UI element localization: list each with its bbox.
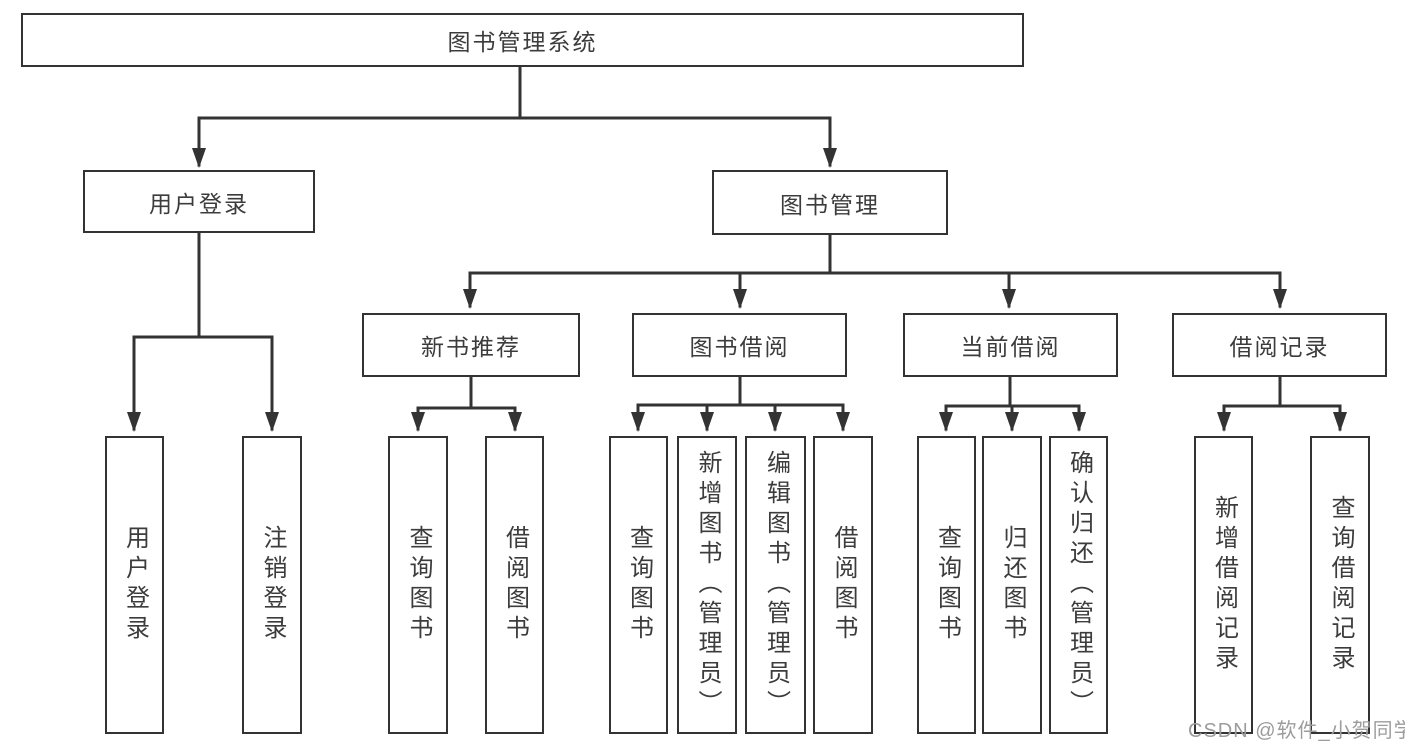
node-label: 借阅图书	[830, 525, 857, 645]
node-label: 当前借阅	[960, 334, 1061, 360]
leaf-add-borrow-record: 新增借阅记录	[1194, 436, 1253, 734]
node-label: 新增借阅记录	[1210, 495, 1238, 675]
leaf-borrow-books-recommend: 借阅图书	[485, 436, 544, 734]
node-label: 图书管理	[780, 191, 880, 218]
node-label: 归还图书	[999, 525, 1026, 645]
node-label: 图书借阅	[689, 334, 790, 360]
node-current-borrowing: 当前借阅	[903, 313, 1118, 377]
leaf-query-books-recommend: 查询图书	[388, 436, 448, 734]
node-book-management: 图书管理	[712, 170, 948, 235]
node-label: 借阅图书	[501, 525, 529, 645]
leaf-borrow-books: 借阅图书	[813, 436, 873, 734]
node-label: 查询图书	[405, 525, 432, 645]
leaf-return-books: 归还图书	[982, 436, 1042, 734]
leaf-edit-books-admin: 编辑图书（管理员）	[745, 436, 806, 734]
node-label: 查询图书	[933, 525, 961, 645]
leaf-query-books-borrow: 查询图书	[609, 436, 668, 734]
leaf-confirm-return-admin: 确认归还（管理员）	[1049, 436, 1108, 734]
node-label: 新增图书（管理员）	[694, 450, 721, 720]
node-label: 编辑图书（管理员）	[762, 450, 790, 720]
node-label: 查询借阅记录	[1327, 495, 1354, 675]
csdn-watermark: CSDN @软件_小贺同学	[1188, 720, 1405, 742]
node-label: 借阅记录	[1229, 334, 1330, 360]
leaf-add-books-admin: 新增图书（管理员）	[677, 436, 737, 734]
leaf-logout: 注销登录	[242, 436, 302, 734]
node-label: 图书管理系统	[447, 29, 598, 55]
node-book-borrowing: 图书借阅	[632, 313, 847, 377]
node-user-login: 用户登录	[83, 170, 315, 233]
node-label: 新书推荐	[421, 334, 521, 360]
node-root-system: 图书管理系统	[21, 13, 1024, 67]
node-borrow-records: 借阅记录	[1172, 313, 1387, 377]
node-label: 查询图书	[625, 525, 653, 645]
node-label: 用户登录	[121, 525, 149, 645]
node-new-book-recommend: 新书推荐	[362, 313, 580, 377]
leaf-query-borrow-record: 查询借阅记录	[1310, 436, 1370, 734]
node-label: 用户登录	[149, 190, 249, 217]
leaf-query-books-current: 查询图书	[917, 436, 976, 734]
node-label: 注销登录	[259, 525, 286, 645]
leaf-user-login: 用户登录	[105, 436, 164, 734]
node-label: 确认归还（管理员）	[1065, 450, 1093, 720]
